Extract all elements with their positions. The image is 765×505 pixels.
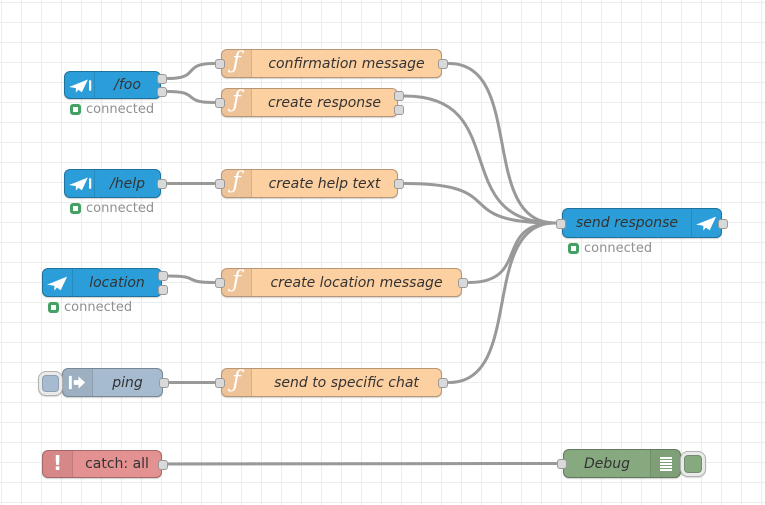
paper-plane-command-icon — [65, 170, 95, 197]
wire[interactable] — [403, 182, 557, 225]
inject-arrow-icon — [63, 369, 93, 396]
output-port[interactable] — [394, 179, 404, 189]
output-port[interactable] — [394, 91, 404, 102]
wire[interactable] — [447, 62, 557, 225]
output-port[interactable] — [158, 284, 168, 295]
output-port[interactable] — [157, 86, 167, 97]
output-port[interactable] — [394, 104, 404, 115]
wire[interactable] — [167, 462, 558, 466]
status-text: connected — [86, 201, 155, 216]
output-port[interactable] — [159, 378, 169, 388]
input-port[interactable] — [556, 218, 566, 229]
paper-plane-icon — [691, 209, 721, 237]
output-port[interactable] — [718, 218, 728, 229]
status-ring-icon — [568, 243, 579, 254]
node-confirmation-message[interactable]: ƒ confirmation message — [215, 49, 448, 78]
output-port[interactable] — [158, 459, 168, 470]
status-text: connected — [86, 102, 155, 117]
debug-list-icon — [650, 450, 680, 477]
wire[interactable] — [166, 62, 216, 80]
node-create-response[interactable]: ƒ create response — [215, 88, 404, 117]
output-port[interactable] — [157, 179, 167, 189]
input-port[interactable] — [215, 179, 225, 189]
node-debug[interactable]: Debug — [557, 449, 706, 478]
node-status: connected — [70, 201, 154, 216]
function-icon: ƒ — [222, 170, 252, 197]
node-label: Debug — [583, 455, 631, 472]
node-label: send response — [575, 215, 678, 231]
status-ring-icon — [48, 302, 59, 313]
node-label: create response — [267, 94, 382, 111]
node-label: /help — [110, 175, 145, 192]
node-status: connected — [568, 241, 652, 256]
node-label: send to specific chat — [274, 374, 419, 391]
function-icon: ƒ — [222, 89, 252, 116]
status-text: connected — [64, 300, 133, 315]
node-label: create location message — [270, 274, 443, 291]
debug-toggle-button[interactable] — [680, 451, 706, 477]
node-label: location — [89, 274, 145, 291]
node-send-to-specific-chat[interactable]: ƒ send to specific chat — [215, 368, 448, 397]
node-create-location-message[interactable]: ƒ create location message — [215, 268, 468, 297]
paper-plane-icon — [43, 269, 73, 296]
node-label: create help text — [268, 175, 381, 192]
input-port[interactable] — [215, 278, 225, 288]
exclamation-icon: ! — [43, 451, 73, 477]
status-text: connected — [584, 241, 653, 256]
wire[interactable] — [166, 90, 216, 104]
output-port[interactable] — [438, 378, 448, 388]
node-label: confirmation message — [268, 55, 425, 72]
node-status: connected — [70, 102, 154, 117]
node-location[interactable]: location — [42, 268, 168, 297]
output-port[interactable] — [438, 59, 448, 69]
input-port[interactable] — [557, 459, 567, 469]
debug-toggle-face — [684, 455, 702, 473]
wire[interactable] — [167, 274, 216, 284]
node-label: ping — [112, 374, 143, 391]
node-foo[interactable]: /foo — [64, 71, 167, 99]
input-port[interactable] — [215, 59, 225, 69]
inject-button[interactable] — [38, 371, 63, 396]
input-port[interactable] — [215, 98, 225, 108]
output-port[interactable] — [157, 74, 167, 85]
output-port[interactable] — [158, 271, 168, 282]
status-ring-icon — [70, 203, 81, 214]
wire[interactable] — [403, 94, 557, 225]
function-icon: ƒ — [222, 369, 252, 396]
status-ring-icon — [70, 104, 81, 115]
output-port[interactable] — [458, 278, 468, 288]
function-icon: ƒ — [222, 269, 252, 296]
input-port[interactable] — [215, 378, 225, 388]
node-send-response[interactable]: send response — [556, 208, 728, 238]
node-status: connected — [48, 300, 132, 315]
node-catch-all[interactable]: ! catch: all — [42, 450, 168, 478]
function-icon: ƒ — [222, 50, 252, 77]
node-help[interactable]: /help — [64, 169, 167, 198]
node-label: /foo — [114, 77, 141, 93]
inject-button-face — [42, 375, 59, 392]
wire[interactable] — [467, 221, 557, 284]
paper-plane-command-icon — [65, 72, 95, 98]
node-ping[interactable]: ping — [38, 368, 169, 397]
node-create-help-text[interactable]: ƒ create help text — [215, 169, 404, 198]
wire[interactable] — [447, 221, 557, 384]
node-label: catch: all — [85, 456, 149, 472]
